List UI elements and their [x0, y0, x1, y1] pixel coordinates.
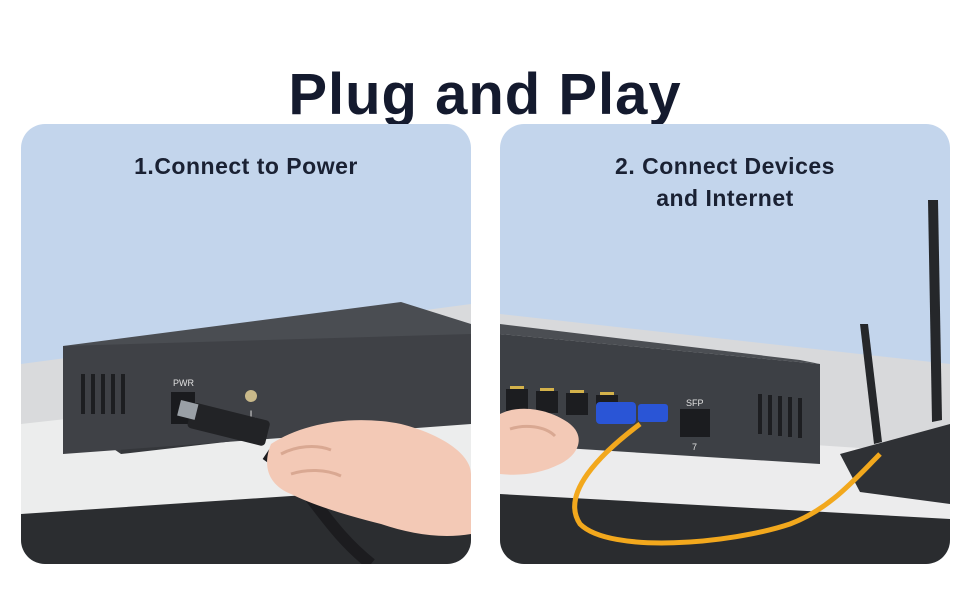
port-number-label: 7	[692, 442, 697, 452]
page-title: Plug and Play	[288, 61, 682, 127]
step-1-panel: PWR ⏚ 1.Connect to Power	[21, 124, 471, 564]
power-port-label: PWR	[173, 378, 194, 388]
sfp-label: SFP	[686, 398, 704, 408]
switch-devices-illustration: SFP 7	[500, 200, 950, 564]
step-2-panel: SFP 7 2. Connect Devices and Internet	[500, 124, 950, 564]
switch-power-illustration: PWR ⏚	[21, 302, 471, 564]
step-1-caption: 1.Connect to Power	[21, 150, 471, 182]
step-2-caption: 2. Connect Devices and Internet	[500, 150, 950, 214]
step-1-caption-line: 1.Connect to Power	[134, 153, 358, 179]
step-2-caption-line-2: and Internet	[656, 185, 794, 211]
step-2-caption-line-1: 2. Connect Devices	[615, 153, 835, 179]
